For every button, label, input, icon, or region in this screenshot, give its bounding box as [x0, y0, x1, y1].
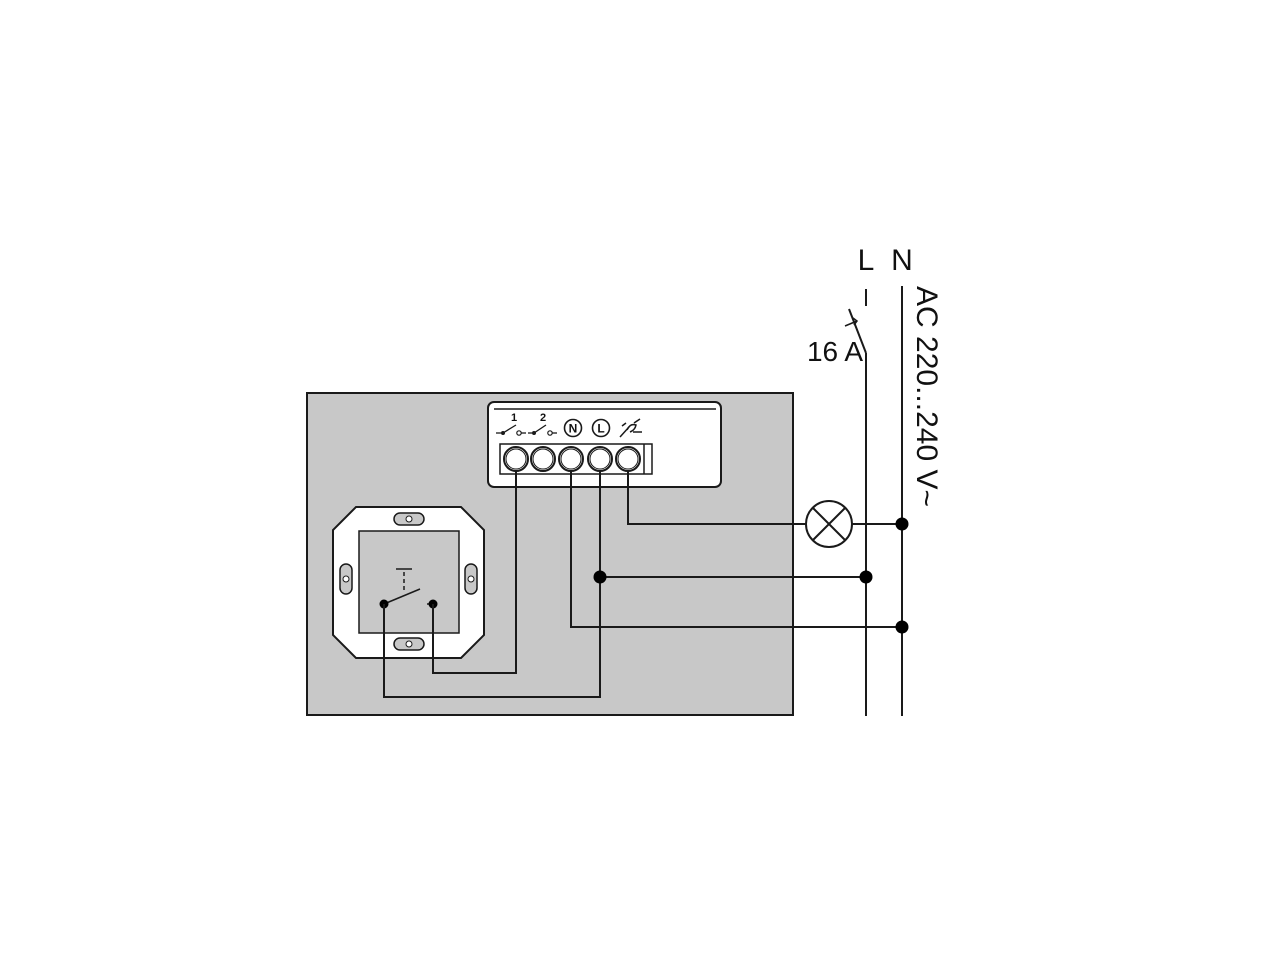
junction-dot	[895, 517, 909, 531]
terminal-screw	[558, 446, 584, 472]
circled-letter-icon: L	[591, 418, 611, 438]
supply-l-label: L	[858, 244, 875, 277]
terminal-screw	[503, 446, 529, 472]
circuit-breaker-icon	[844, 289, 867, 354]
fuse-rating-label: 16 A	[807, 336, 863, 367]
junction-dot	[895, 620, 909, 634]
circled-letter-icon: N	[563, 418, 583, 438]
lamp-icon	[805, 500, 853, 548]
terminal-label-l: L	[597, 422, 604, 436]
terminal-screw	[615, 446, 641, 472]
junction-dot	[593, 570, 607, 584]
switch-contact-icon: 2	[528, 412, 557, 436]
terminal-label-2: 2	[540, 412, 546, 424]
switch-contact-icon: 1	[496, 412, 526, 436]
wiring	[383, 286, 909, 716]
supply-n-label: N	[891, 244, 913, 277]
wire-output-to-lamp	[627, 471, 806, 525]
push-button-switch	[332, 506, 485, 659]
wire-l-to-switch	[383, 471, 601, 698]
terminal-label-n: N	[569, 422, 578, 436]
terminal-screw	[530, 446, 556, 472]
junction-dot	[859, 570, 873, 584]
terminal-screw	[587, 446, 613, 472]
terminal-block: 1 2 N L	[487, 401, 722, 488]
wire-n-to-supply	[570, 471, 902, 628]
switched-output-icon	[619, 418, 642, 438]
terminal-label-1: 1	[511, 412, 517, 424]
voltage-label: AC 220...240 V~	[910, 286, 943, 507]
wire-terminal1-to-switch	[432, 471, 517, 674]
